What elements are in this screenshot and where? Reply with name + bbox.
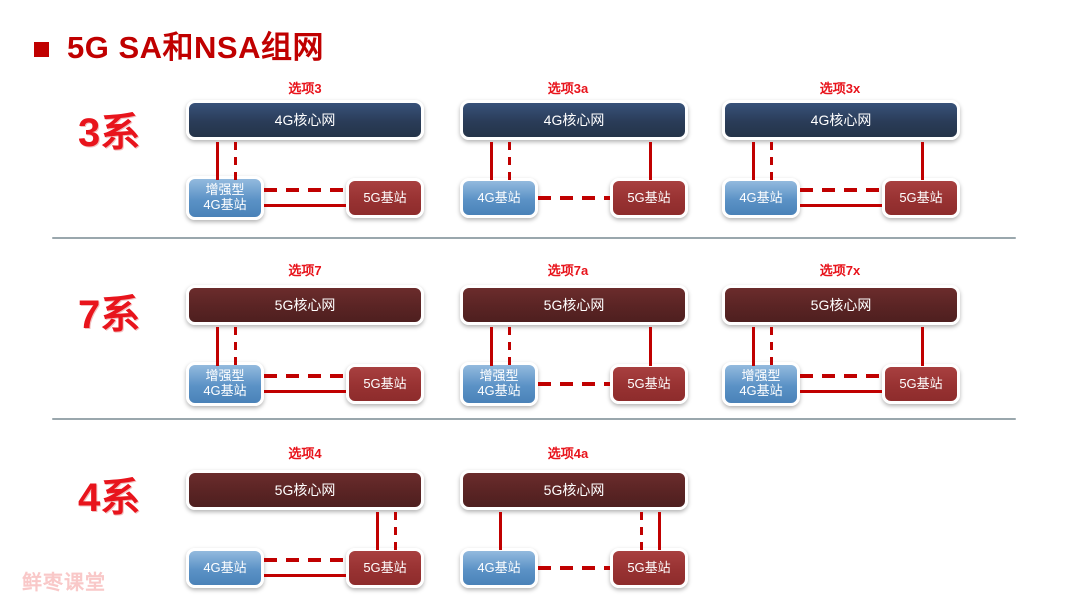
core-network-node: 5G核心网 [460, 285, 688, 325]
connector-vertical-left-dashed [770, 142, 773, 180]
connector-horizontal-dashed [538, 566, 610, 570]
connector-vertical-left-solid [490, 142, 493, 180]
core-network-node: 4G核心网 [722, 100, 960, 140]
base-station-node-left: 增强型 4G基站 [460, 362, 538, 406]
base-station-node-right: 5G基站 [610, 178, 688, 218]
connector-horizontal-solid [264, 390, 346, 393]
connector-vertical-right-solid [921, 142, 924, 180]
option-caption: 选项7 [288, 263, 322, 278]
base-station-node-right: 5G基站 [882, 364, 960, 404]
connector-horizontal-dashed [538, 382, 610, 386]
core-network-node: 4G核心网 [460, 100, 688, 140]
connector-vertical-right-dashed [394, 512, 397, 550]
connector-vertical-left-solid [490, 327, 493, 366]
base-station-node-right: 5G基站 [346, 178, 424, 218]
connector-vertical-left-solid [499, 512, 502, 550]
watermark: 鲜枣课堂 [22, 572, 106, 594]
connector-vertical-left-solid [216, 327, 219, 366]
option-caption: 选项3 [288, 81, 322, 96]
row-label-2: 7系 [78, 293, 141, 337]
connector-horizontal-dashed [264, 558, 346, 562]
option-caption: 选项4 [288, 446, 322, 461]
option-caption: 选项3a [547, 81, 589, 96]
base-station-node-right: 5G基站 [346, 548, 424, 588]
core-network-node: 5G核心网 [186, 470, 424, 510]
connector-vertical-left-dashed [508, 142, 511, 180]
connector-vertical-right-solid [921, 327, 924, 366]
connector-horizontal-dashed [800, 188, 882, 192]
connector-horizontal-solid [264, 574, 346, 577]
connector-horizontal-dashed [264, 374, 346, 378]
option-caption: 选项7a [547, 263, 589, 278]
connector-horizontal-dashed [264, 188, 346, 192]
base-station-node-left: 增强型 4G基站 [186, 176, 264, 220]
base-station-node-right: 5G基站 [882, 178, 960, 218]
connector-vertical-right-solid [649, 327, 652, 366]
core-network-node: 5G核心网 [722, 285, 960, 325]
connector-vertical-left-dashed [234, 142, 237, 180]
core-network-node: 4G核心网 [186, 100, 424, 140]
core-network-node: 5G核心网 [460, 470, 688, 510]
connector-horizontal-solid [800, 204, 882, 207]
base-station-node-left: 增强型 4G基站 [722, 362, 800, 406]
slide-title-row: 5G SA和NSA组网 [34, 32, 324, 63]
connector-horizontal-dashed [800, 374, 882, 378]
row-label-1: 3系 [78, 111, 141, 155]
option-caption: 选项4a [547, 446, 589, 461]
page-title: 5G SA和NSA组网 [67, 30, 324, 65]
connector-horizontal-dashed [538, 196, 610, 200]
connector-vertical-left-solid [752, 142, 755, 180]
connector-horizontal-solid [264, 204, 346, 207]
connector-vertical-right-dashed [640, 512, 643, 550]
base-station-node-left: 4G基站 [186, 548, 264, 588]
base-station-node-left: 4G基站 [722, 178, 800, 218]
connector-vertical-left-dashed [770, 327, 773, 366]
base-station-node-right: 5G基站 [610, 364, 688, 404]
base-station-node-left: 4G基站 [460, 548, 538, 588]
base-station-node-right: 5G基站 [610, 548, 688, 588]
connector-horizontal-solid [800, 390, 882, 393]
option-caption: 选项7x [819, 263, 861, 278]
connector-vertical-left-dashed [234, 327, 237, 366]
base-station-node-right: 5G基站 [346, 364, 424, 404]
option-caption: 选项3x [819, 81, 861, 96]
row-divider-2 [52, 418, 1016, 420]
connector-vertical-left-dashed [508, 327, 511, 366]
connector-vertical-right-solid [658, 512, 661, 550]
row-label-3: 4系 [78, 476, 141, 520]
connector-vertical-right-solid [376, 512, 379, 550]
connector-vertical-right-solid [649, 142, 652, 180]
bullet-square-icon [34, 42, 49, 57]
connector-vertical-left-solid [752, 327, 755, 366]
base-station-node-left: 增强型 4G基站 [186, 362, 264, 406]
core-network-node: 5G核心网 [186, 285, 424, 325]
connector-vertical-left-solid [216, 142, 219, 180]
row-divider-1 [52, 237, 1016, 239]
base-station-node-left: 4G基站 [460, 178, 538, 218]
